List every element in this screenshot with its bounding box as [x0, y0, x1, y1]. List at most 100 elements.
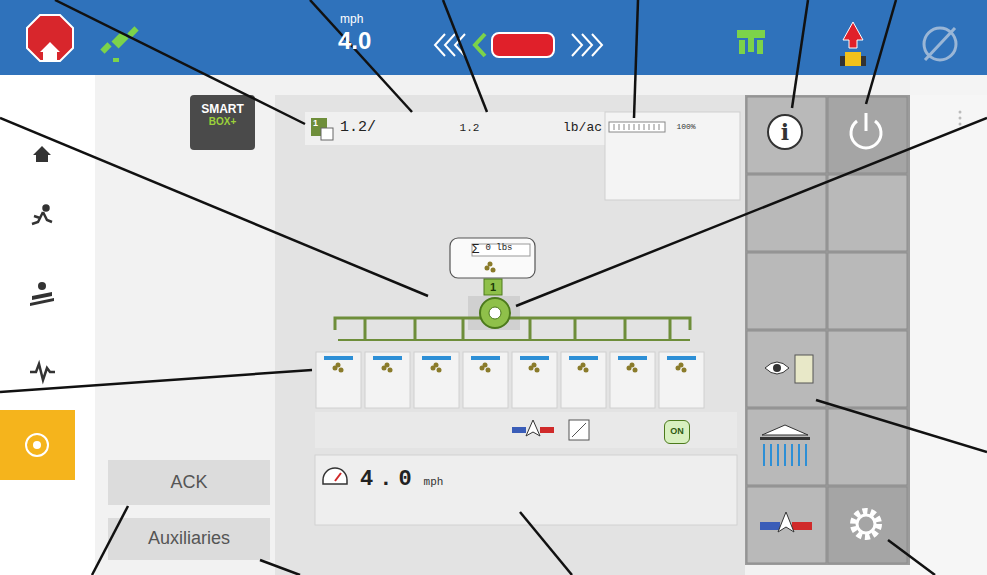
soft-key: [828, 487, 907, 563]
on-icon-text: ON: [670, 427, 684, 437]
section-box: [463, 352, 508, 408]
meter-bg: [468, 296, 520, 330]
total-box-bg: [450, 238, 535, 278]
leader-line: [0, 370, 312, 392]
nav-pulse: [30, 364, 55, 380]
speed-readout-text: mph: [424, 476, 444, 488]
total-counter: Σ 0 lbs: [452, 240, 532, 258]
leader-line: [92, 506, 128, 575]
ack-button: ACK: [108, 460, 270, 505]
speedo-icon: [323, 468, 347, 484]
nav-home: [33, 146, 51, 162]
leader-line: [792, 0, 808, 108]
leader-line: [443, 0, 487, 112]
gps-switch-icon: [760, 512, 812, 532]
leader-line: [866, 0, 896, 104]
disabled-icon: [924, 28, 956, 60]
section-marker: 1: [484, 279, 502, 295]
section-box: [512, 352, 557, 408]
auxiliaries-button: Auxiliaries: [108, 518, 270, 560]
steer-bar: [492, 33, 554, 57]
leader-line: [816, 400, 987, 452]
nav-field: [30, 282, 54, 306]
auxiliaries-button-text: Auxiliaries: [148, 529, 230, 549]
top-bar: [0, 0, 987, 75]
home-glyph: [40, 42, 60, 60]
boom: [335, 318, 690, 340]
leader-line: [0, 118, 428, 296]
power-icon: [851, 113, 881, 148]
soft-key: [747, 253, 826, 329]
smartbox-logo-text: BOX+: [209, 116, 237, 127]
info-circle: [768, 115, 802, 149]
speed-readout: 4.0 mph: [360, 462, 480, 498]
smart-logo-bg: [190, 95, 255, 150]
leader-line: [520, 512, 572, 575]
fill-gauge: [609, 122, 665, 132]
fill-box-bg: [605, 112, 740, 200]
implement-icon: [737, 30, 765, 54]
soft-key: [828, 409, 907, 485]
section-mark-bg: [484, 279, 502, 295]
rate-readout-text: 1.2: [460, 122, 480, 134]
status-row: [315, 412, 737, 448]
speed-value: 4.0: [338, 28, 371, 54]
fill-level-text: 100%: [676, 123, 695, 132]
total-counter-text: 0 lbs: [486, 244, 513, 254]
smartbox-logo: SMARTBOX+: [190, 97, 255, 133]
nav-run: [32, 206, 52, 225]
total-field: [472, 244, 530, 256]
leader-line: [260, 560, 300, 575]
leader-line: [634, 0, 638, 118]
leader-line: [310, 0, 412, 112]
ack-button-text: ACK: [170, 473, 207, 493]
meter-wheel: [480, 298, 510, 328]
rate-readout-text: 1.2/: [340, 120, 376, 137]
right-strip: [910, 95, 987, 575]
rate-readout-text: lb/ac: [563, 121, 602, 135]
fill-gauge-ticks: [614, 124, 659, 130]
center-panel: [275, 95, 745, 575]
section-box: [561, 352, 606, 408]
sidebar: [0, 75, 95, 575]
soft-key: [828, 253, 907, 329]
section-marker-text: 1: [490, 281, 496, 293]
soft-key: [747, 487, 826, 563]
info-button-text: i: [781, 120, 789, 144]
section-box: [316, 352, 361, 408]
nav-active: [0, 410, 75, 480]
total-counter-text: Σ: [471, 242, 479, 256]
nav-ut-icon: [26, 434, 48, 456]
rate-readout: 1.2/1.2 lb/ac: [340, 112, 602, 145]
section-box: [610, 352, 655, 408]
monitor-icon: [765, 355, 813, 383]
speed-panel-bg: [315, 455, 737, 525]
section-boxes: [316, 352, 704, 408]
soft-key: [828, 331, 907, 407]
smartbox-logo-text: SMART: [201, 103, 244, 116]
leader-line: [55, 0, 305, 124]
soft-key: [828, 97, 907, 173]
rate-row-bg: [305, 112, 605, 145]
speed-unit: mph: [340, 13, 363, 26]
soft-key: [747, 409, 826, 485]
fill-level: 100%: [666, 119, 706, 135]
product-number: 1: [313, 119, 318, 129]
speed-readout-text: 4.0: [360, 468, 418, 492]
section-box: [414, 352, 459, 408]
boom-control-icon: [760, 425, 810, 466]
on-icon: ON: [664, 420, 690, 444]
soft-key: [828, 175, 907, 251]
aux-bg: [108, 518, 270, 560]
product-icon: [311, 118, 333, 140]
soft-key: [747, 97, 826, 173]
section-box: [659, 352, 704, 408]
steer-indicator: [475, 34, 485, 56]
leader-line: [888, 540, 935, 575]
section-box: [365, 352, 410, 408]
tractor-icon: [840, 22, 866, 66]
settings-gear: [853, 511, 879, 537]
home-stop-icon: [27, 15, 73, 61]
ack-bg: [108, 460, 270, 505]
leader-line: [516, 118, 987, 306]
